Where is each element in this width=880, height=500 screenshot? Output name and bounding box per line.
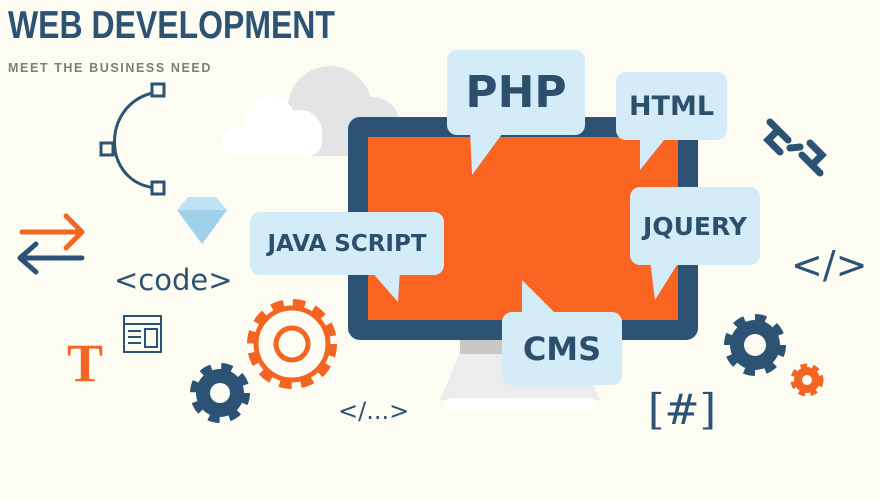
close-ellipsis-tag-text: </...> (338, 397, 410, 425)
cms-bubble: CMS (502, 312, 622, 385)
text-type-icon: T (67, 333, 104, 393)
close-tag-text: </> (791, 243, 868, 287)
orange-gear-icon (247, 299, 337, 389)
swap-arrows-icon (17, 213, 85, 275)
jquery-bubble: JQUERY (630, 187, 760, 265)
php-bubble: PHP (447, 50, 585, 135)
bezier-pen-icon (99, 82, 166, 196)
bubble-tails (370, 130, 680, 318)
navy-gear-icon (190, 363, 250, 423)
chain-link-icon (763, 118, 827, 177)
navy-gear-right-icon (724, 314, 786, 376)
diamond-icon (177, 197, 227, 244)
page-subtitle: MEET THE BUSINESS NEED (8, 61, 212, 75)
layout-icon (123, 315, 162, 353)
code-tag-text: <code> (114, 263, 233, 297)
html-bubble: HTML (616, 72, 727, 140)
javascript-bubble: JAVA SCRIPT (250, 212, 444, 275)
page-title: WEB DEVELOPMENT (8, 4, 335, 47)
hash-bracket-text: [#] (648, 385, 716, 434)
orange-gear-small-icon (790, 363, 824, 397)
